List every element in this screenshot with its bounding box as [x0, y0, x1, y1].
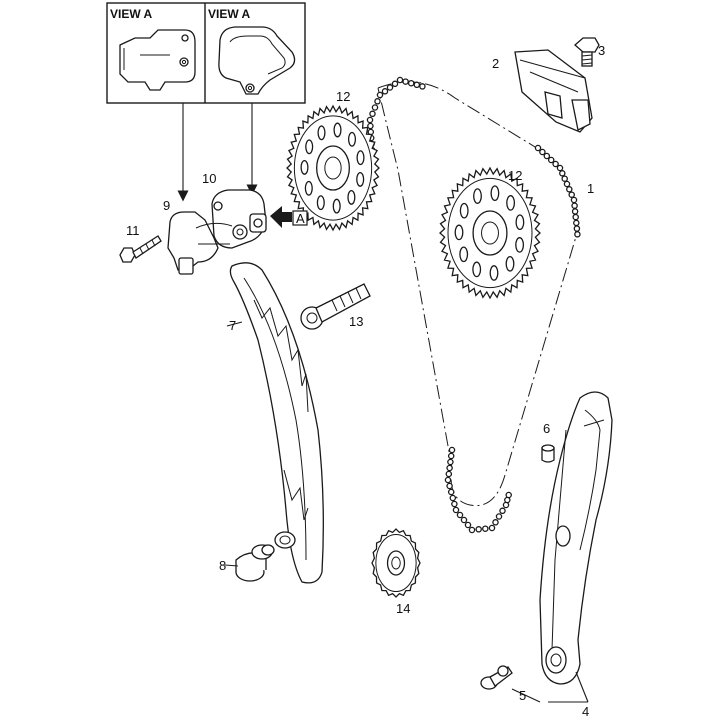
tensioner-rail-4 — [539, 391, 613, 685]
callout-6: 6 — [543, 421, 550, 436]
guide-rail-7 — [229, 262, 324, 584]
camshaft-sprocket-exhaust — [439, 166, 541, 300]
view-a-left-tensioner-icon — [119, 29, 196, 91]
bolt-3-icon — [574, 37, 600, 67]
callout-2: 2 — [492, 56, 499, 71]
view-a-right-title: VIEW A — [208, 7, 251, 21]
callout-1: 1 — [587, 181, 594, 196]
callout-8: 8 — [219, 558, 226, 573]
view-a-right-tensioner-icon — [218, 26, 296, 95]
callout-9: 9 — [163, 198, 170, 213]
view-a-left-title: VIEW A — [110, 7, 153, 21]
leader-7 — [226, 321, 243, 327]
leader-8 — [224, 564, 239, 567]
callout-12a: 12 — [336, 89, 350, 104]
callout-11: 11 — [126, 223, 140, 238]
callout-4: 4 — [582, 704, 589, 719]
timing-chain — [366, 76, 581, 534]
callout-12b: 12 — [508, 168, 522, 183]
view-a-arrow-label: A — [296, 211, 305, 226]
callout-7: 7 — [229, 318, 236, 333]
callout-5: 5 — [519, 688, 526, 703]
callout-10: 10 — [202, 171, 216, 186]
bolt-11-icon — [119, 235, 162, 263]
view-a-direction-arrow: A — [270, 206, 308, 228]
chain-run-path — [377, 81, 577, 507]
callouts — [224, 321, 589, 703]
pivot-bolt-5 — [480, 665, 513, 690]
pivot-pin-8 — [235, 544, 275, 582]
callout-14: 14 — [396, 601, 410, 616]
plug-6 — [541, 444, 555, 463]
leader-4a — [575, 671, 589, 703]
crankshaft-sprocket — [371, 528, 421, 598]
callout-13: 13 — [349, 314, 363, 329]
callout-3: 3 — [598, 43, 605, 58]
upper-chain-guide — [514, 49, 593, 133]
view-a-inset: VIEW A VIEW A — [106, 2, 306, 104]
leader-5 — [511, 688, 541, 703]
tensioner-assembly — [167, 189, 267, 275]
sprocket-bolt-13 — [300, 283, 371, 330]
part-number-labels: 1 2 3 4 5 6 7 8 9 10 11 12 12 13 14 — [126, 43, 605, 719]
camshaft-sprocket-intake — [286, 104, 380, 232]
